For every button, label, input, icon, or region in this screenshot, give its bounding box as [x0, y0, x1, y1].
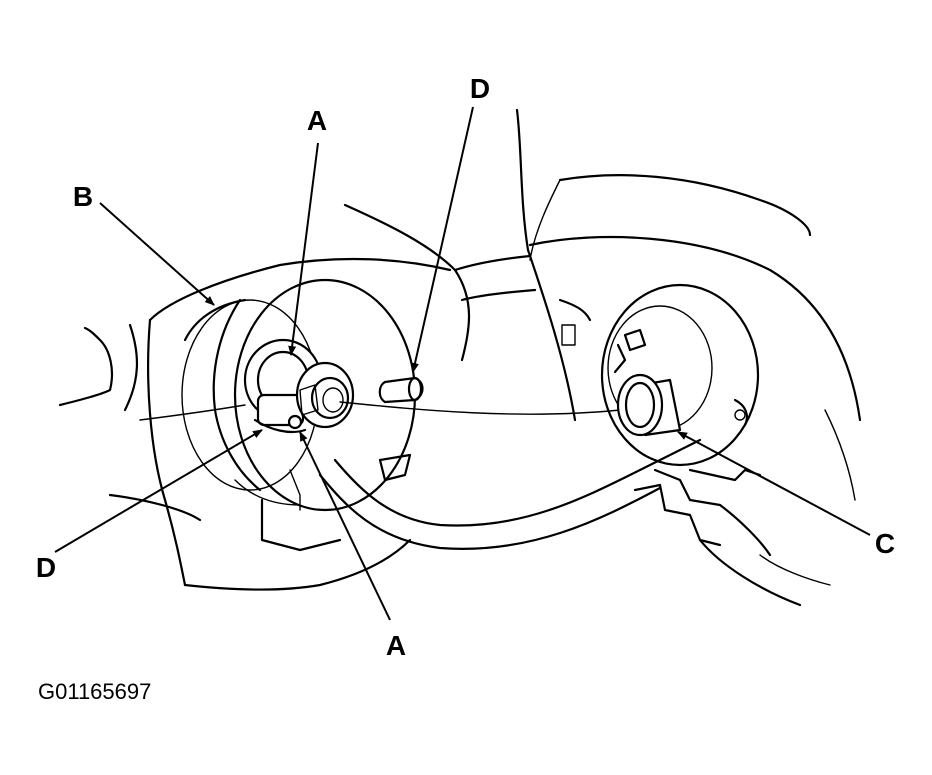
wire-harness [318, 401, 702, 550]
callout-a-bottom: A [386, 630, 406, 661]
leader-d-left [54, 429, 263, 553]
leader-b [99, 202, 215, 306]
leader-a-bottom [299, 431, 391, 621]
callout-b: B [73, 181, 93, 212]
leader-d-top [411, 106, 474, 373]
callout-d-left: D [36, 552, 56, 583]
callout-a-top: A [307, 105, 327, 136]
locating-pin [378, 376, 424, 404]
callout-c: C [875, 528, 895, 559]
callout-d-top: D [470, 73, 490, 104]
figure-id: G01165697 [38, 679, 151, 704]
leader-a-top [288, 142, 319, 356]
leader-c [677, 431, 871, 536]
socket [243, 338, 355, 434]
right-opening [600, 283, 760, 467]
body-panel-outline [58, 108, 862, 607]
